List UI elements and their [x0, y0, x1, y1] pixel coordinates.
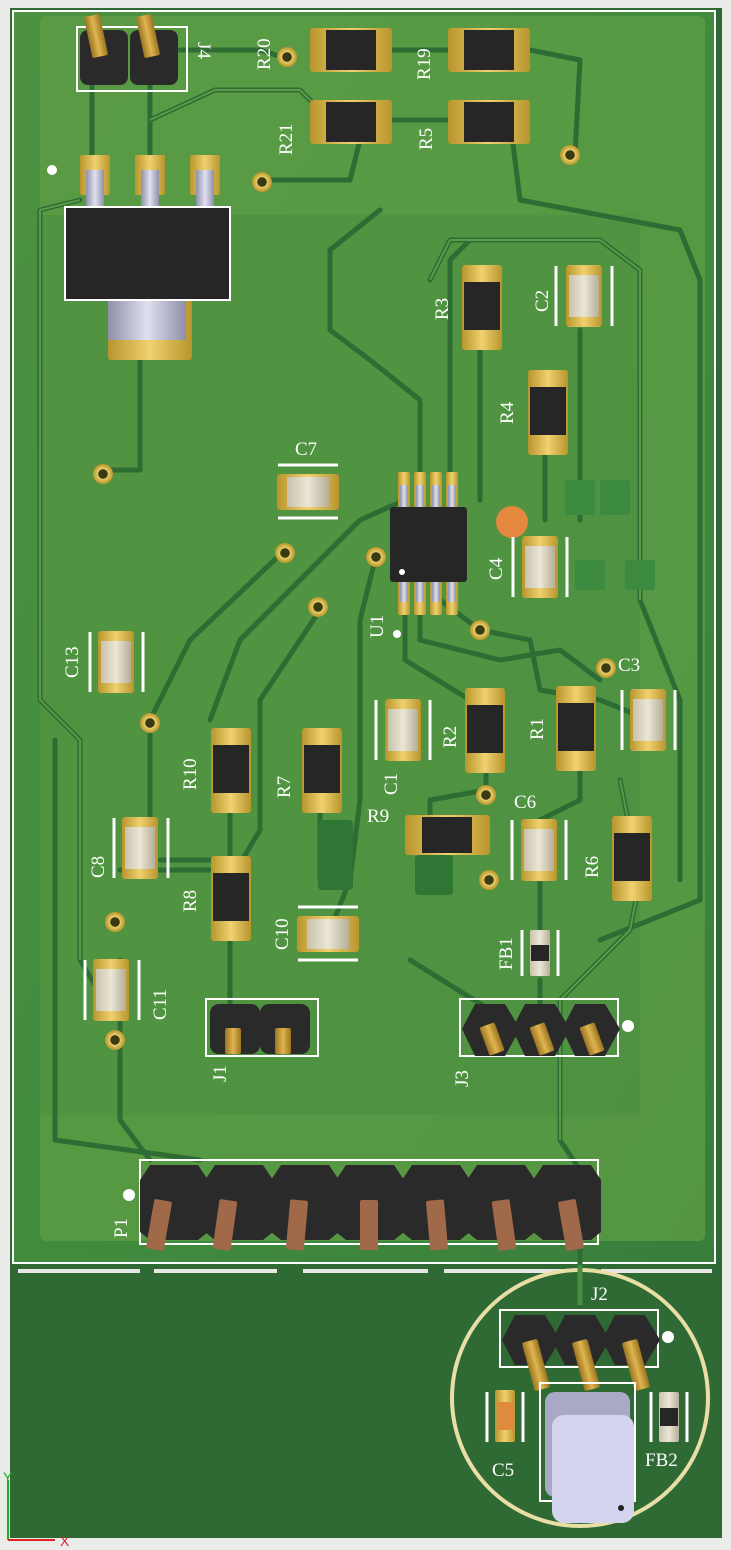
axis-indicator: Y X [3, 1469, 70, 1549]
resistor-r4 [528, 370, 568, 455]
label-c8: C8 [88, 856, 109, 878]
capacitor-c3 [620, 689, 677, 751]
label-c2: C2 [532, 290, 553, 312]
test-point [496, 506, 528, 538]
resistor-r3 [462, 265, 502, 350]
resistor-r7 [302, 728, 342, 813]
connector-p1 [123, 1159, 601, 1251]
resistor-r2 [465, 688, 505, 773]
resistor-r21 [310, 100, 392, 144]
label-r8: R8 [180, 890, 201, 912]
sub-board-j2 [450, 1265, 710, 1528]
resistor-r10 [211, 728, 251, 813]
connector-j1 [205, 998, 319, 1057]
label-j2: J2 [591, 1284, 608, 1305]
voltage-regulator [47, 155, 231, 360]
designator-labels: J4 R20 R19 R21 R5 R3 C2 R4 C7 C4 U1 C13 … [62, 38, 678, 1481]
label-r6: R6 [582, 856, 603, 878]
label-r5: R5 [416, 128, 437, 150]
label-fb1: FB1 [496, 937, 517, 970]
resistor-r20 [310, 28, 392, 72]
capacitor-c2 [554, 265, 614, 327]
connector-j4 [76, 14, 188, 92]
capacitor-c1 [374, 699, 432, 761]
label-c13: C13 [62, 646, 83, 678]
vias [93, 47, 616, 1050]
label-c4: C4 [486, 557, 507, 580]
label-r3: R3 [432, 298, 453, 320]
label-c3: C3 [618, 655, 640, 676]
capacitor-c6 [510, 819, 568, 881]
capacitor-c7 [277, 463, 339, 520]
capacitor-c11 [83, 959, 141, 1021]
label-r4: R4 [497, 401, 518, 424]
label-j4: J4 [193, 42, 214, 59]
resistor-r1 [556, 686, 596, 771]
label-c10: C10 [272, 918, 293, 950]
label-r19: R19 [414, 48, 435, 80]
axis-y-label: Y [3, 1469, 13, 1485]
label-r7: R7 [274, 776, 295, 798]
resistor-r8 [211, 856, 251, 941]
label-p1: P1 [111, 1218, 132, 1238]
resistor-r9 [405, 815, 490, 855]
label-r20: R20 [254, 38, 275, 70]
label-r21: R21 [276, 123, 297, 155]
label-c6: C6 [514, 792, 536, 813]
label-u1: U1 [367, 615, 388, 638]
resistor-r6 [612, 816, 652, 901]
label-r10: R10 [180, 758, 201, 790]
capacitor-c10 [297, 905, 359, 962]
capacitor-c13 [88, 631, 145, 693]
label-r2: R2 [440, 726, 461, 748]
label-c11: C11 [150, 989, 171, 1020]
label-fb2: FB2 [645, 1450, 678, 1471]
label-j1: J1 [210, 1065, 231, 1082]
capacitor-c4 [511, 536, 569, 598]
ferrite-fb1 [520, 930, 560, 976]
label-c1: C1 [381, 773, 402, 795]
axis-x-label: X [60, 1533, 70, 1549]
capacitor-c8 [112, 817, 170, 879]
label-r9: R9 [367, 806, 389, 827]
ic-u1 [390, 472, 467, 638]
resistor-r19 [448, 28, 530, 72]
connector-j3 [459, 998, 634, 1057]
label-j3: J3 [452, 1070, 473, 1087]
resistor-r5 [448, 100, 530, 144]
label-c5: C5 [492, 1460, 514, 1481]
board-outline [12, 10, 716, 1264]
label-c7: C7 [295, 439, 317, 460]
label-r1: R1 [527, 718, 548, 740]
